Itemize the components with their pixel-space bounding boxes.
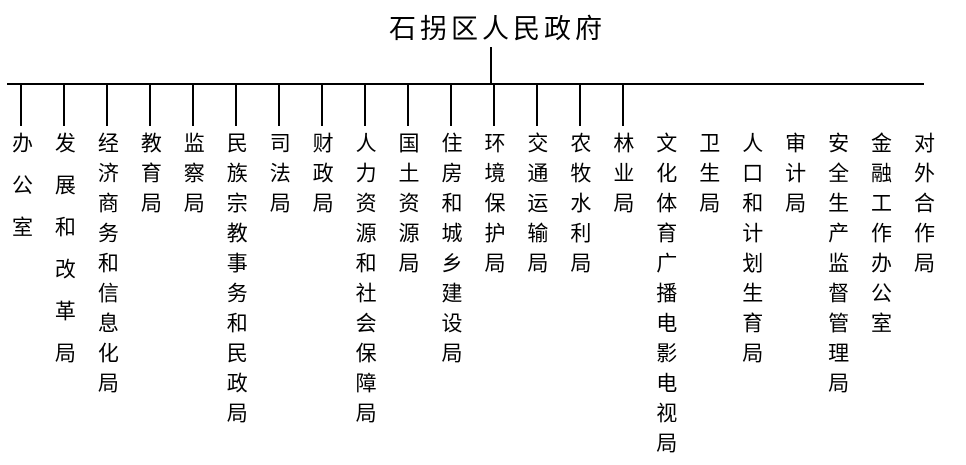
- connector-line: [923, 85, 925, 126]
- department-label: 审计局: [782, 132, 807, 222]
- department-columns: 办公室 发展和改革局 经济商务和信息化局 教育局 监察局 民族宗教事务和民政局 …: [0, 85, 945, 462]
- connector-line: [880, 85, 882, 126]
- connector-line: [278, 85, 281, 126]
- department-label: 金融工作办公室: [868, 132, 893, 342]
- department-label: 发展和改革局: [52, 132, 77, 384]
- department-label: 监察局: [181, 132, 206, 222]
- connector-line: [492, 85, 495, 126]
- title-connector-line: [490, 47, 492, 83]
- department-label: 安全生产监督管理局: [825, 132, 850, 402]
- department-label: 林业局: [610, 132, 635, 222]
- connector-line: [578, 85, 581, 126]
- connector-line: [665, 85, 667, 126]
- connector-line: [63, 85, 66, 126]
- connector-line: [106, 85, 109, 126]
- connector-line: [407, 85, 410, 126]
- connector-line: [794, 85, 796, 126]
- org-column: 环境保护局: [481, 85, 506, 462]
- department-label: 卫生局: [696, 132, 721, 222]
- department-label: 住房和城乡建设局: [439, 132, 463, 372]
- department-label: 人力资源和社会保障局: [353, 132, 378, 432]
- connector-line: [751, 85, 753, 126]
- org-column: 教育局: [138, 85, 163, 462]
- connector-line: [192, 85, 195, 126]
- org-column: 文化体育广播电影电视局: [653, 85, 678, 462]
- department-label: 经济商务和信息化局: [95, 132, 120, 402]
- org-column: 发展和改革局: [52, 85, 77, 462]
- department-label: 农牧水利局: [567, 132, 592, 282]
- department-label: 对外合作局: [911, 132, 936, 282]
- org-column: 经济商务和信息化局: [95, 85, 120, 462]
- connector-line: [708, 85, 710, 126]
- org-column: 人口和计划生育局: [739, 85, 764, 462]
- connector-line: [837, 85, 839, 126]
- org-column: 审计局: [782, 85, 807, 462]
- connector-line: [364, 85, 367, 126]
- connector-line: [450, 85, 452, 126]
- department-label: 文化体育广播电影电视局: [653, 132, 678, 462]
- chart-title: 石拐区人民政府: [389, 14, 606, 44]
- org-column: 监察局: [181, 85, 206, 462]
- department-label: 国土资源局: [396, 132, 421, 282]
- org-column: 办公室: [9, 85, 34, 462]
- department-label: 司法局: [267, 132, 292, 222]
- org-column: 林业局: [610, 85, 635, 462]
- connector-line: [535, 85, 538, 126]
- connector-line: [235, 85, 238, 126]
- horizontal-rule-line: [7, 83, 924, 85]
- connector-line: [149, 85, 152, 126]
- org-column: 住房和城乡建设局: [439, 85, 463, 462]
- org-column: 农牧水利局: [567, 85, 592, 462]
- department-label: 环境保护局: [481, 132, 506, 282]
- org-column: 司法局: [267, 85, 292, 462]
- connector-line: [621, 85, 624, 126]
- org-column: 民族宗教事务和民政局: [224, 85, 249, 462]
- org-column: 人力资源和社会保障局: [353, 85, 378, 462]
- org-column: 国土资源局: [396, 85, 421, 462]
- department-label: 人口和计划生育局: [739, 132, 764, 372]
- org-column: 卫生局: [696, 85, 721, 462]
- department-label: 教育局: [138, 132, 163, 222]
- org-column: 安全生产监督管理局: [825, 85, 850, 462]
- connector-line: [20, 85, 23, 126]
- org-column: 交通运输局: [524, 85, 549, 462]
- connector-line: [321, 85, 324, 126]
- department-label: 财政局: [310, 132, 335, 222]
- org-column: 对外合作局: [911, 85, 936, 462]
- org-column: 金融工作办公室: [868, 85, 893, 462]
- department-label: 办公室: [9, 132, 34, 258]
- org-column: 财政局: [310, 85, 335, 462]
- department-label: 交通运输局: [524, 132, 549, 282]
- department-label: 民族宗教事务和民政局: [224, 132, 249, 432]
